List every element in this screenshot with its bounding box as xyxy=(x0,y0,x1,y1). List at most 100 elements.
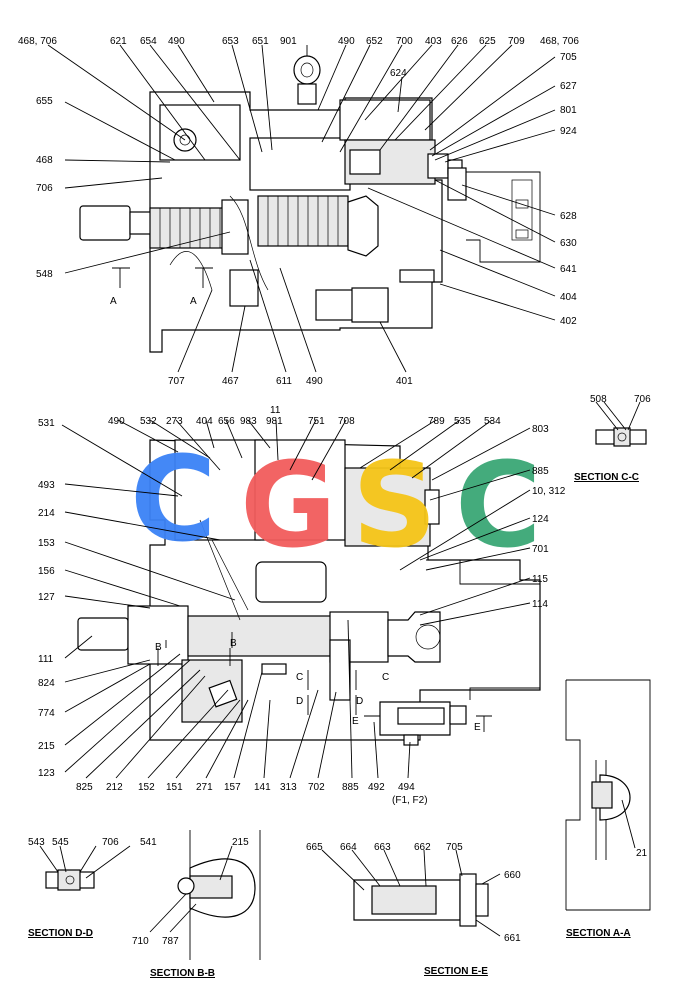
label-494-sub: (F1, F2) xyxy=(392,795,428,806)
label-707: 707 xyxy=(168,376,185,387)
label-532: 532 xyxy=(140,416,157,427)
label-490-main: 490 xyxy=(108,416,125,427)
label-705-top: 705 xyxy=(560,52,577,63)
label-404-top: 404 xyxy=(560,292,577,303)
section-dd-drawing xyxy=(45,869,95,891)
section-marker-b-left: B xyxy=(155,642,162,653)
section-ee-title: SECTION E-E xyxy=(424,966,488,977)
section-dd-labels: 543 545 706 541 SECTION D-D xyxy=(28,837,157,939)
label-700: 700 xyxy=(396,36,413,47)
label-141: 141 xyxy=(254,782,271,793)
watermark-letter-c1: C xyxy=(130,430,217,568)
label-611: 611 xyxy=(276,376,292,387)
section-marker-a-left: A xyxy=(110,296,117,307)
label-127: 127 xyxy=(38,592,55,603)
section-bb-labels: 215 710 787 SECTION B-B xyxy=(132,837,249,979)
label-212: 212 xyxy=(106,782,123,793)
label-710: 710 xyxy=(132,936,149,947)
label-490-b: 490 xyxy=(338,36,355,47)
label-543: 543 xyxy=(28,837,45,848)
label-801: 801 xyxy=(560,105,577,116)
section-marker-b-right: B xyxy=(230,638,237,649)
label-21: 21 xyxy=(636,848,648,859)
label-885-a: 885 xyxy=(532,466,549,477)
section-marker-e-right: E xyxy=(474,722,481,733)
label-535: 535 xyxy=(454,416,471,427)
label-10-312: 10, 312 xyxy=(532,486,566,497)
label-825: 825 xyxy=(76,782,93,793)
label-663: 663 xyxy=(374,842,391,853)
section-marker-e-left: E xyxy=(352,716,359,727)
label-152: 152 xyxy=(138,782,155,793)
section-bb-drawing xyxy=(177,830,261,960)
label-534: 534 xyxy=(484,416,501,427)
watermark: C G S C xyxy=(130,430,542,574)
label-626: 626 xyxy=(451,36,468,47)
section-marker-c-left: C xyxy=(296,672,303,683)
main-view-labels: 11 981 531 490 532 273 404 656 983 751 7… xyxy=(38,405,566,806)
label-981: 981 xyxy=(266,416,283,427)
label-983: 983 xyxy=(240,416,257,427)
label-651: 651 xyxy=(252,36,269,47)
label-153: 153 xyxy=(38,538,55,549)
label-493: 493 xyxy=(38,480,55,491)
label-468-706-b: 468, 706 xyxy=(540,36,579,47)
label-151: 151 xyxy=(166,782,183,793)
label-402: 402 xyxy=(560,316,577,327)
label-214: 214 xyxy=(38,508,55,519)
label-662: 662 xyxy=(414,842,431,853)
section-leaders xyxy=(39,401,641,937)
label-403: 403 xyxy=(425,36,442,47)
label-627: 627 xyxy=(560,81,577,92)
section-marker-c-right: C xyxy=(382,672,389,683)
label-655: 655 xyxy=(36,96,53,107)
label-660: 660 xyxy=(504,870,521,881)
label-468: 468 xyxy=(36,155,53,166)
label-708: 708 xyxy=(338,416,355,427)
label-624: 624 xyxy=(390,68,407,79)
section-aa-labels: 21 SECTION A-A xyxy=(566,848,648,939)
label-115: 115 xyxy=(532,574,548,585)
label-628: 628 xyxy=(560,211,577,222)
label-273: 273 xyxy=(166,416,183,427)
label-924: 924 xyxy=(560,126,577,137)
label-653: 653 xyxy=(222,36,239,47)
top-view-labels: 468, 706 621 654 490 653 651 901 490 652… xyxy=(18,36,579,387)
label-702: 702 xyxy=(308,782,325,793)
label-545: 545 xyxy=(52,837,69,848)
top-view-drawing xyxy=(79,55,541,353)
main-section-drawing xyxy=(77,439,541,746)
label-404-main: 404 xyxy=(196,416,213,427)
label-656: 656 xyxy=(218,416,235,427)
label-901: 901 xyxy=(280,36,297,47)
watermark-letter-s: S xyxy=(352,436,437,574)
top-view-leaders xyxy=(47,44,556,373)
section-cc-labels: 508 706 SECTION C-C xyxy=(574,394,651,483)
section-aa-title: SECTION A-A xyxy=(566,928,631,939)
section-cc-drawing xyxy=(595,427,647,447)
label-492: 492 xyxy=(368,782,385,793)
label-621: 621 xyxy=(110,36,127,47)
label-774: 774 xyxy=(38,708,55,719)
label-401: 401 xyxy=(396,376,413,387)
label-490-c: 490 xyxy=(306,376,323,387)
label-665: 665 xyxy=(306,842,323,853)
label-490-a: 490 xyxy=(168,36,185,47)
section-bb-title: SECTION B-B xyxy=(150,968,215,979)
section-dd-title: SECTION D-D xyxy=(28,928,93,939)
section-marker-d-right: D xyxy=(356,696,363,707)
label-494: 494 xyxy=(398,782,415,793)
label-661: 661 xyxy=(504,933,521,944)
label-641: 641 xyxy=(560,264,577,275)
section-aa-drawing xyxy=(565,679,651,911)
section-marker-a-right: A xyxy=(190,296,197,307)
section-ee-drawing xyxy=(353,873,489,927)
label-625: 625 xyxy=(479,36,496,47)
label-706-cc: 706 xyxy=(634,394,651,405)
label-824: 824 xyxy=(38,678,55,689)
label-706: 706 xyxy=(36,183,53,194)
label-803: 803 xyxy=(532,424,549,435)
label-124: 124 xyxy=(532,514,549,525)
label-467: 467 xyxy=(222,376,239,387)
